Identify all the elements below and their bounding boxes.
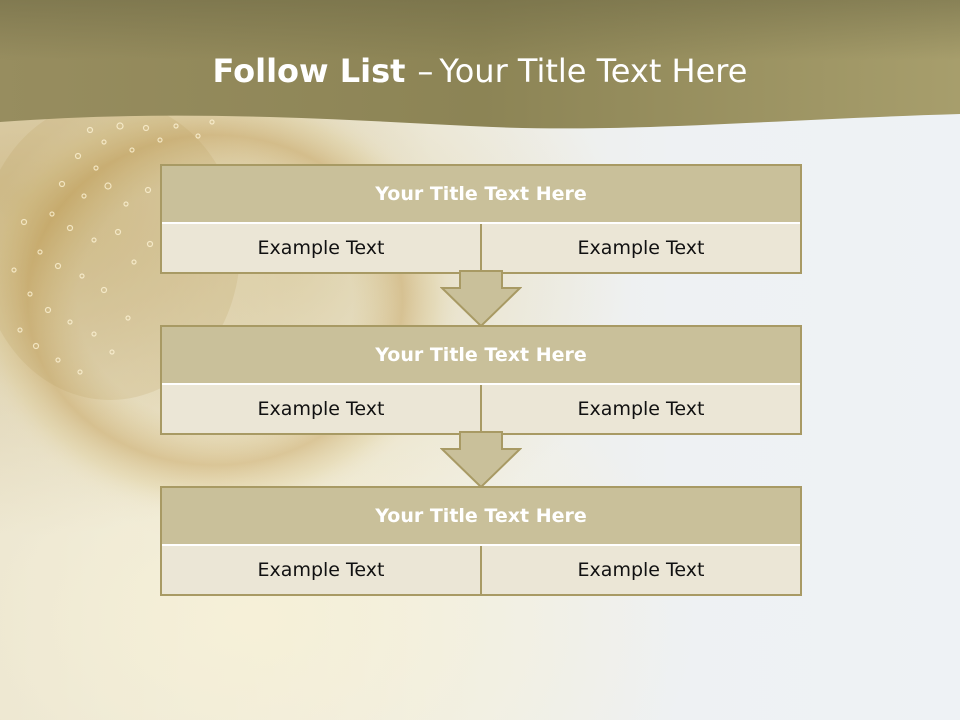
down-arrow-icon xyxy=(440,431,522,489)
list-block-3[interactable]: Your Title Text Here Example Text Exampl… xyxy=(160,486,802,596)
title-rest-part: Your Title Text Here xyxy=(439,52,748,90)
block-cell-right: Example Text xyxy=(480,546,800,594)
block-cell-right: Example Text xyxy=(480,385,800,433)
block-title: Your Title Text Here xyxy=(162,488,800,546)
block-cell-left: Example Text xyxy=(162,385,480,433)
down-arrow-icon xyxy=(440,270,522,328)
list-block-2[interactable]: Your Title Text Here Example Text Exampl… xyxy=(160,325,802,435)
list-block-1[interactable]: Your Title Text Here Example Text Exampl… xyxy=(160,164,802,274)
block-cell-left: Example Text xyxy=(162,546,480,594)
bubbles-decoration xyxy=(11,119,215,375)
block-row: Example Text Example Text xyxy=(162,385,800,433)
block-row: Example Text Example Text xyxy=(162,224,800,272)
block-cell-right: Example Text xyxy=(480,224,800,272)
block-title: Your Title Text Here xyxy=(162,327,800,385)
title-bold-part: Follow List xyxy=(212,52,406,90)
block-cell-left: Example Text xyxy=(162,224,480,272)
block-title: Your Title Text Here xyxy=(162,166,800,224)
header-band-shade xyxy=(0,0,960,60)
title-dash: – xyxy=(417,52,434,90)
slide-title: Follow List–Your Title Text Here xyxy=(0,52,960,90)
block-row: Example Text Example Text xyxy=(162,546,800,594)
